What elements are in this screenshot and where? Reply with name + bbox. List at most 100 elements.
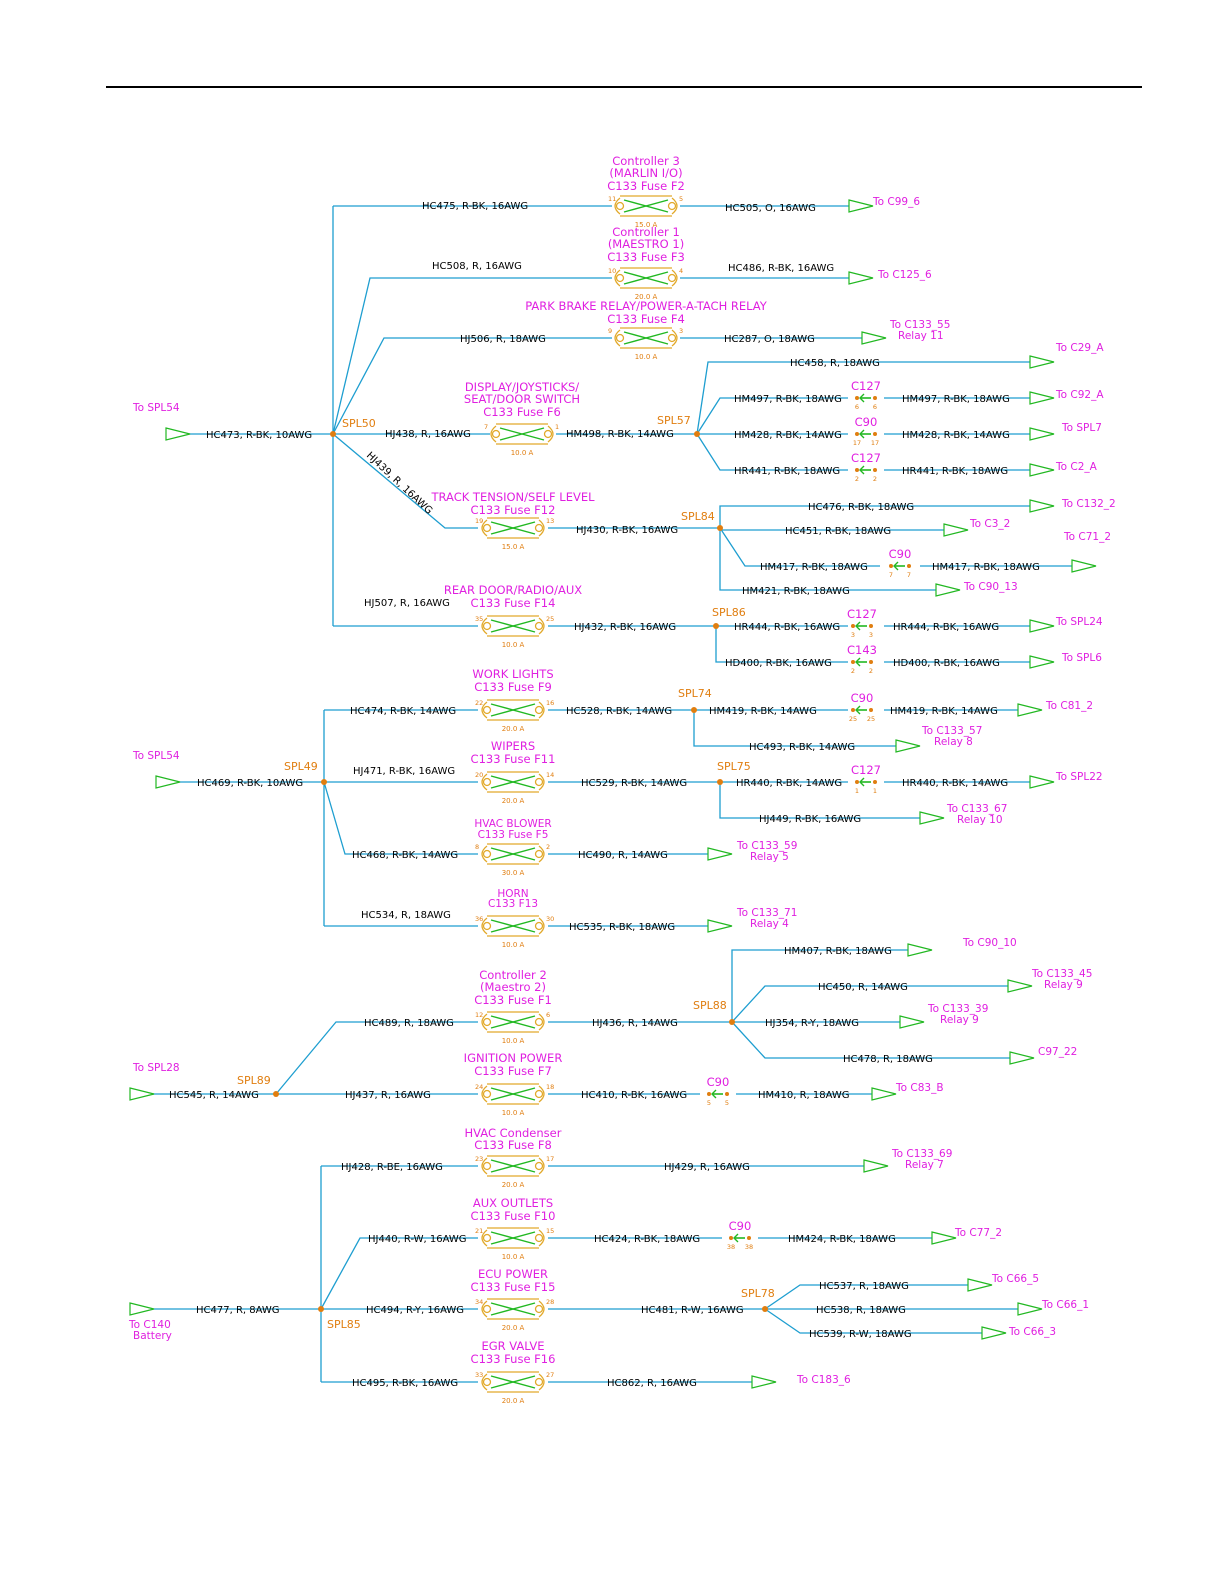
connector-pin: 2: [851, 667, 855, 675]
destination-label: To C71_2: [1063, 531, 1111, 543]
wire-label: HJ471, R-BK, 16AWG: [353, 766, 455, 777]
destination-label: To C183_6: [796, 1374, 851, 1386]
arrow-triangle-icon: [848, 271, 874, 285]
fuse-title: C133 Fuse F2: [607, 179, 685, 193]
connector-name: C90: [889, 547, 912, 561]
connector-pin: 17: [871, 439, 879, 447]
fuse-title: WIPERS: [491, 739, 535, 753]
fuse-title: HVAC Condenser: [465, 1126, 562, 1140]
destination-label: Relay 11: [898, 330, 944, 342]
arrow-triangle-icon: [981, 1326, 1007, 1340]
destination-label: To C66_3: [1008, 1326, 1056, 1338]
fuse-pin-in: 9: [608, 327, 612, 335]
connector-pin: 1: [855, 787, 859, 795]
fuse-title: HORN: [497, 888, 528, 900]
connector-pin: 17: [853, 439, 861, 447]
fuse-pin-in: 10: [608, 267, 616, 275]
fuse-title: C133 F13: [488, 898, 538, 910]
connector-pin: 5: [707, 1099, 711, 1107]
fuse-title: C133 Fuse F12: [471, 503, 556, 517]
arrow-triangle-icon: [899, 1015, 925, 1029]
arrow-triangle-icon: [943, 523, 969, 537]
wire-label: HJ437, R, 16AWG: [345, 1090, 431, 1101]
fuse-rating: 20.0 A: [502, 1397, 525, 1405]
arrow-triangle-icon: [967, 1278, 993, 1292]
fuse-pin-in: 12: [475, 1011, 483, 1019]
wire-label: HM417, R-BK, 18AWG: [932, 562, 1040, 573]
wire-label: HM410, R, 18AWG: [758, 1090, 850, 1101]
fuse-title: C133 Fuse F15: [471, 1280, 556, 1294]
arrow-triangle-icon: [1017, 703, 1043, 717]
wire-label: HC508, R, 16AWG: [432, 261, 522, 272]
fuse-pin-in: 22: [475, 699, 483, 707]
wire-label: HM407, R-BK, 18AWG: [784, 946, 892, 957]
fuse-rating: 10.0 A: [502, 941, 525, 949]
wire-label: HC537, R, 18AWG: [819, 1281, 909, 1292]
connector-name: C143: [847, 643, 877, 657]
connector-name: C127: [851, 763, 881, 777]
fuse-pin-in: 24: [475, 1083, 483, 1091]
arrow-triangle-icon: [1029, 619, 1055, 633]
fuse-pin-out: 17: [546, 1155, 554, 1163]
destination-label: To C99_6: [872, 196, 920, 208]
destination-label: To C81_2: [1045, 700, 1093, 712]
arrow-triangle-icon: [1009, 1051, 1035, 1065]
fuse-title: C133 Fuse F4: [607, 312, 685, 326]
destination-label: To C133_45: [1031, 968, 1092, 980]
splice-label: SPL57: [657, 414, 691, 427]
splice-label: SPL49: [284, 760, 318, 773]
arrow-triangle-icon: [907, 943, 933, 957]
fuse-title: TRACK TENSION/SELF LEVEL: [430, 490, 595, 504]
splice-label: SPL88: [693, 999, 727, 1012]
splice-label: SPL50: [342, 417, 376, 430]
splice-dot-icon: [717, 525, 723, 531]
wire-label: HJ440, R-W, 16AWG: [368, 1234, 467, 1245]
wire-label: HR440, R-BK, 14AWG: [902, 778, 1008, 789]
wire-label: HM419, R-BK, 14AWG: [890, 706, 998, 717]
source-label: To SPL54: [132, 402, 180, 414]
fuse-title: DISPLAY/JOYSTICKS/: [465, 380, 579, 394]
fuse-title: PARK BRAKE RELAY/POWER-A-TACH RELAY: [525, 299, 768, 313]
fuse-pin-in: 33: [475, 1371, 483, 1379]
fuse-rating: 15.0 A: [502, 543, 525, 551]
arrow-triangle-icon: [1029, 775, 1055, 789]
wire-label: HC451, R-BK, 18AWG: [785, 526, 891, 537]
wire-label: HJ354, R-Y, 18AWG: [765, 1018, 859, 1029]
wire-label: HM419, R-BK, 14AWG: [709, 706, 817, 717]
arrow-triangle-icon: [863, 1159, 889, 1173]
splice-label: SPL89: [237, 1074, 271, 1087]
fuse-pin-out: 16: [546, 699, 554, 707]
fuse-rating: 10.0 A: [502, 1253, 525, 1261]
fuse-title: IGNITION POWER: [464, 1051, 563, 1065]
wire-label: HC474, R-BK, 14AWG: [350, 706, 456, 717]
source-arrows: [129, 427, 191, 1316]
arrow-triangle-icon: [1071, 559, 1097, 573]
fuse-title: AUX OUTLETS: [473, 1196, 553, 1210]
destination-label: To SPL7: [1061, 422, 1102, 434]
connector-pin: 6: [873, 403, 877, 411]
wire-label: HC545, R, 14AWG: [169, 1090, 259, 1101]
destination-label: To C90_10: [962, 937, 1017, 949]
fuse-pin-out: 30: [546, 915, 554, 923]
connector-pin: 3: [869, 631, 873, 639]
wire-label: HC489, R, 18AWG: [364, 1018, 454, 1029]
wire-label: HJ439, R, 16AWG: [364, 450, 434, 517]
wire-label: HC495, R-BK, 16AWG: [352, 1378, 458, 1389]
wire-label: HC490, R, 14AWG: [578, 850, 668, 861]
splice-dot-icon: [713, 623, 719, 629]
fuse-pin-in: 11: [608, 195, 616, 203]
fuse-rating: 10.0 A: [635, 353, 658, 361]
wire-label: HC539, R-W, 18AWG: [809, 1329, 912, 1340]
wire-label: HC481, R-W, 16AWG: [641, 1305, 744, 1316]
